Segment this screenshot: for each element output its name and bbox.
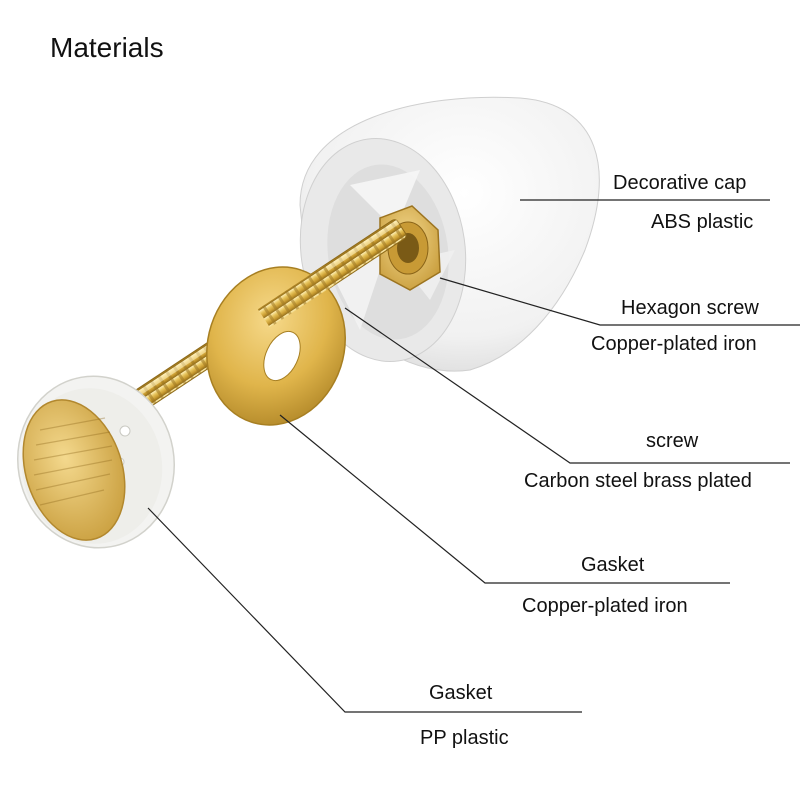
leader-brass-gasket xyxy=(279,414,730,584)
label-gasket-2: Gasket xyxy=(429,682,493,704)
label-pp-plastic: PP plastic xyxy=(420,727,509,749)
label-hexagon-screw: Hexagon screw xyxy=(621,297,759,319)
brass-washer xyxy=(206,265,346,426)
label-gasket-1: Gasket xyxy=(581,554,645,576)
plastic-gasket xyxy=(16,375,176,549)
label-carbon-steel: Carbon steel brass plated xyxy=(524,470,752,492)
label-copper-plated-iron-2: Copper-plated iron xyxy=(522,595,688,617)
label-screw: screw xyxy=(646,430,699,452)
page-title: Materials xyxy=(50,32,164,63)
label-abs-plastic: ABS plastic xyxy=(651,211,754,233)
label-decorative-cap: Decorative cap xyxy=(613,172,747,194)
leader-lines xyxy=(147,199,800,713)
leader-hexagon-screw xyxy=(439,277,800,326)
leader-pp-gasket xyxy=(147,507,582,713)
label-copper-plated-iron-1: Copper-plated iron xyxy=(591,333,757,355)
leader-screw xyxy=(344,307,790,464)
